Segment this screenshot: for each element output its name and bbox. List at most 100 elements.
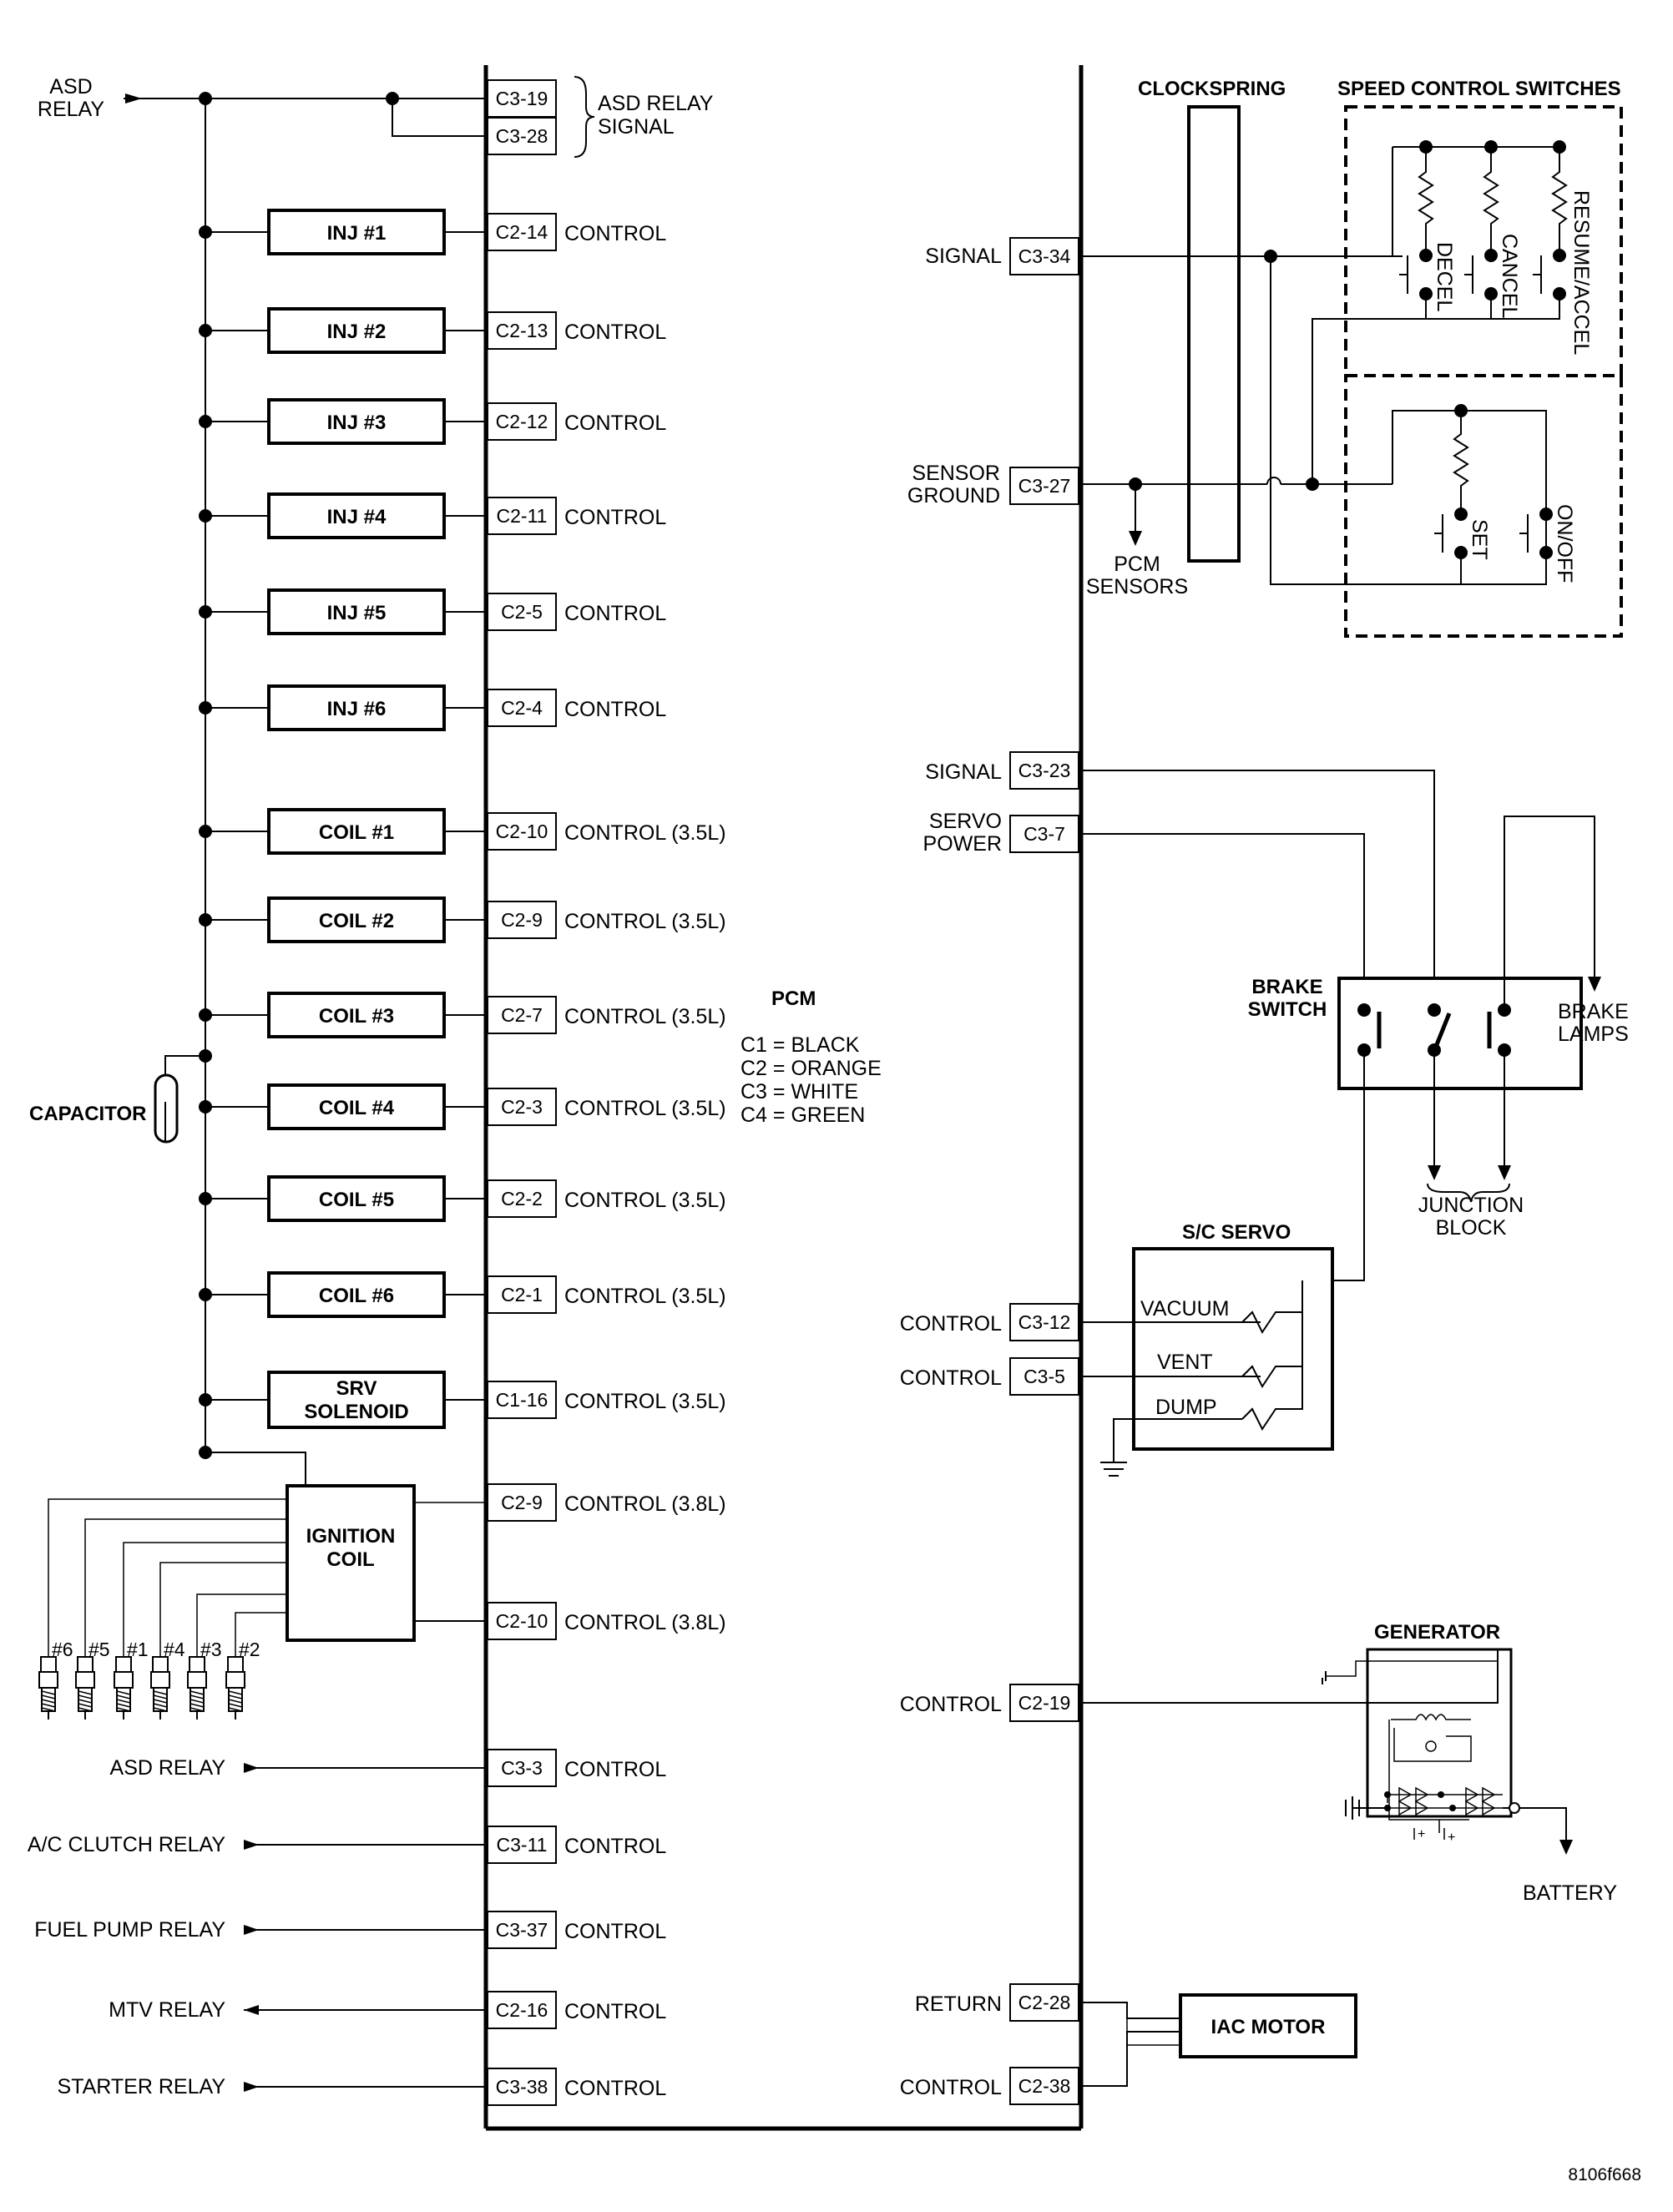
component-row: COIL #3 C2-7 CONTROL (3.5L)	[199, 992, 726, 1038]
pin-c2-28: C2-28	[1018, 1992, 1071, 2013]
servo-vacuum-label: VACUUM	[1140, 1297, 1229, 1321]
relay-control-label: CONTROL	[564, 1758, 666, 1781]
control-label: CONTROL	[564, 506, 666, 529]
spark-plug-label: #1	[127, 1639, 149, 1660]
sc-servo-title: S/C SERVO	[1182, 1221, 1291, 1244]
pin-label: C2-12	[496, 411, 548, 432]
component-row: COIL #6 C2-1 CONTROL (3.5L)	[199, 1271, 726, 1318]
control-label: CONTROL (3.5L)	[564, 1390, 726, 1413]
relay-control-label: CONTROL	[564, 2000, 666, 2023]
switch-cancel: CANCEL	[1498, 234, 1521, 319]
component-box	[267, 492, 446, 539]
pcm-title: PCM	[771, 987, 816, 1010]
relay-name: ASD RELAY	[110, 1756, 226, 1780]
relay-name: MTV RELAY	[109, 1998, 225, 2022]
relay-pin: C3-3	[501, 1757, 543, 1779]
relay-name: FUEL PUMP RELAY	[34, 1918, 225, 1942]
pin-c2-38: C2-38	[1018, 2075, 1071, 2097]
component-box	[267, 1271, 446, 1318]
component-label: INJ #5	[327, 602, 387, 624]
pin-c2-10-3-8l: C2-10	[496, 1610, 548, 1632]
component-label: COIL #3	[319, 1005, 394, 1028]
svg-text:+: +	[1418, 1827, 1425, 1841]
iac-return-label: RETURN	[915, 1992, 1002, 2016]
pin-c3-34: C3-34	[1018, 245, 1071, 267]
pin-c3-7: C3-7	[1024, 823, 1065, 845]
spark-plug-label: #2	[239, 1639, 260, 1660]
pin-c3-23: C3-23	[1018, 760, 1071, 781]
spark-plug-label: #6	[52, 1639, 73, 1660]
control-label: CONTROL (3.5L)	[564, 1285, 726, 1308]
spark-plug-label: #4	[164, 1639, 185, 1660]
component-box	[267, 992, 446, 1038]
pin-c2-9-3-8l: C2-9	[501, 1492, 543, 1513]
relay-name: STARTER RELAY	[58, 2075, 226, 2098]
component-label: INJ #1	[327, 222, 387, 245]
pin-c2-19: C2-19	[1018, 1692, 1071, 1714]
control-label: CONTROL	[564, 698, 666, 721]
component-label: COIL #1	[319, 821, 394, 844]
component-label: INJ #6	[327, 698, 387, 720]
spark-plug: #5	[75, 1518, 287, 1720]
control-label: CONTROL (3.5L)	[564, 821, 726, 845]
spark-plug-label: #5	[88, 1639, 110, 1660]
servo-control-2-label: CONTROL	[900, 1366, 1002, 1390]
generator: GENERATOR C2-19 CONTROL BATT	[900, 1621, 1618, 1905]
pin-c3-5: C3-5	[1024, 1366, 1065, 1387]
switch-on-off: ON/OFF	[1553, 504, 1576, 583]
pin-c3-28: C3-28	[496, 125, 548, 147]
pin-label: C2-13	[496, 320, 548, 341]
control-label: CONTROL	[564, 602, 666, 625]
pcm-legend-c2: C2 = ORANGE	[740, 1057, 882, 1080]
spark-plug-label: #3	[200, 1639, 222, 1660]
control-label: CONTROL	[564, 321, 666, 344]
component-label: COIL #2	[319, 910, 394, 932]
pin-label: C2-7	[501, 1004, 543, 1026]
spark-plugs: #6 #5 #1 #4 #3 #2	[38, 1498, 287, 1720]
spark-plug: #3	[187, 1593, 287, 1720]
component-label: INJ #4	[327, 506, 387, 528]
component-box	[267, 588, 446, 635]
control-label: CONTROL (3.5L)	[564, 1097, 726, 1120]
pin-c3-19: C3-19	[496, 88, 548, 109]
sc-signal-label: SIGNAL	[925, 245, 1002, 268]
capacitor: CAPACITOR	[29, 1049, 212, 1144]
switch-decel: DECEL	[1433, 242, 1456, 311]
component-label: INJ #2	[327, 321, 387, 343]
component-label: COIL #6	[319, 1285, 394, 1307]
pin-label: C2-1	[501, 1284, 543, 1305]
pin-label: C1-16	[496, 1389, 548, 1411]
servo-control-1-label: CONTROL	[900, 1312, 1002, 1336]
relay-control-label: CONTROL	[564, 1835, 666, 1858]
component-box	[267, 209, 446, 255]
clockspring-label: CLOCKSPRING	[1138, 78, 1286, 100]
generator-control-label: CONTROL	[900, 1693, 1002, 1716]
relay-name: A/C CLUTCH RELAY	[28, 1833, 225, 1856]
pin-c3-12: C3-12	[1018, 1311, 1071, 1333]
servo-dump-label: DUMP	[1155, 1396, 1217, 1419]
pin-label: C2-5	[501, 601, 543, 623]
relay-pin: C3-37	[496, 1919, 548, 1941]
control-label: CONTROL (3.5L)	[564, 1005, 726, 1028]
relay-control-label: CONTROL	[564, 2077, 666, 2100]
